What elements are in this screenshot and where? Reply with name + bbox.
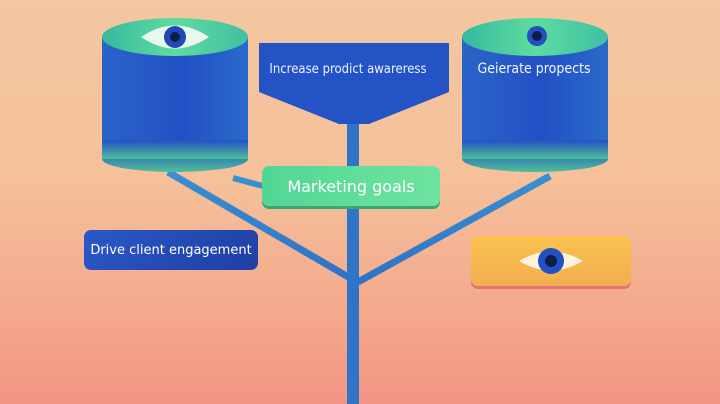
left-goal-label: Drive client engagement <box>90 242 252 258</box>
center-trunk <box>347 120 359 404</box>
right-goal-box <box>471 236 631 286</box>
left-branch-line <box>166 168 352 282</box>
right-branch-line <box>356 172 552 286</box>
eye-icon <box>527 26 547 46</box>
center-goal-label: Marketing goals <box>287 176 415 196</box>
center-goal-box: Marketing goals <box>262 166 440 206</box>
goals-connector-line <box>232 175 264 189</box>
eye-icon <box>519 248 583 274</box>
right-cylinder-label: Geierate propects <box>477 61 591 77</box>
funnel-shape <box>259 43 449 124</box>
funnel-label: Increase prodict awareress <box>269 62 427 77</box>
eye-icon <box>141 25 209 49</box>
left-goal-box: Drive client engagement <box>84 230 258 270</box>
